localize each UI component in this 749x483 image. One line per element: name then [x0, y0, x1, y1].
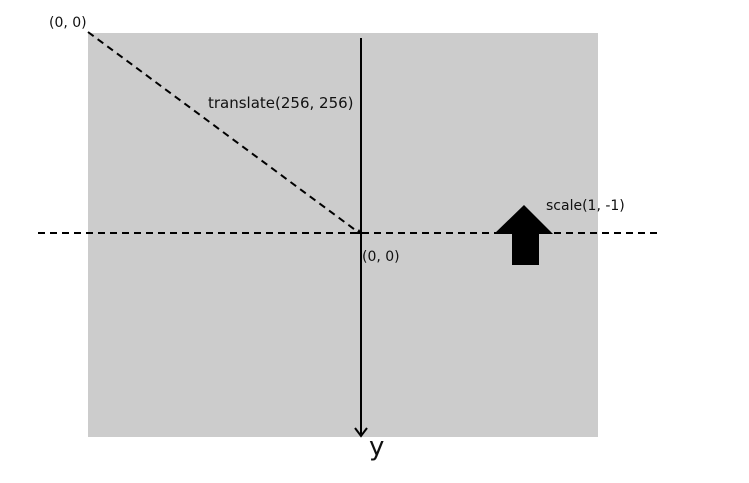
- scale-label: scale(1, -1): [546, 198, 625, 214]
- chevron-down-icon: [354, 427, 368, 438]
- origin-top-left-label: (0, 0): [49, 15, 87, 31]
- y-axis-label: y: [369, 432, 384, 462]
- arrow-up-icon: [494, 205, 553, 265]
- translate-label: translate(256, 256): [208, 94, 354, 112]
- translate-path: [87, 31, 359, 233]
- origin-marker: [356, 229, 362, 234]
- origin-center-label: (0, 0): [362, 249, 400, 265]
